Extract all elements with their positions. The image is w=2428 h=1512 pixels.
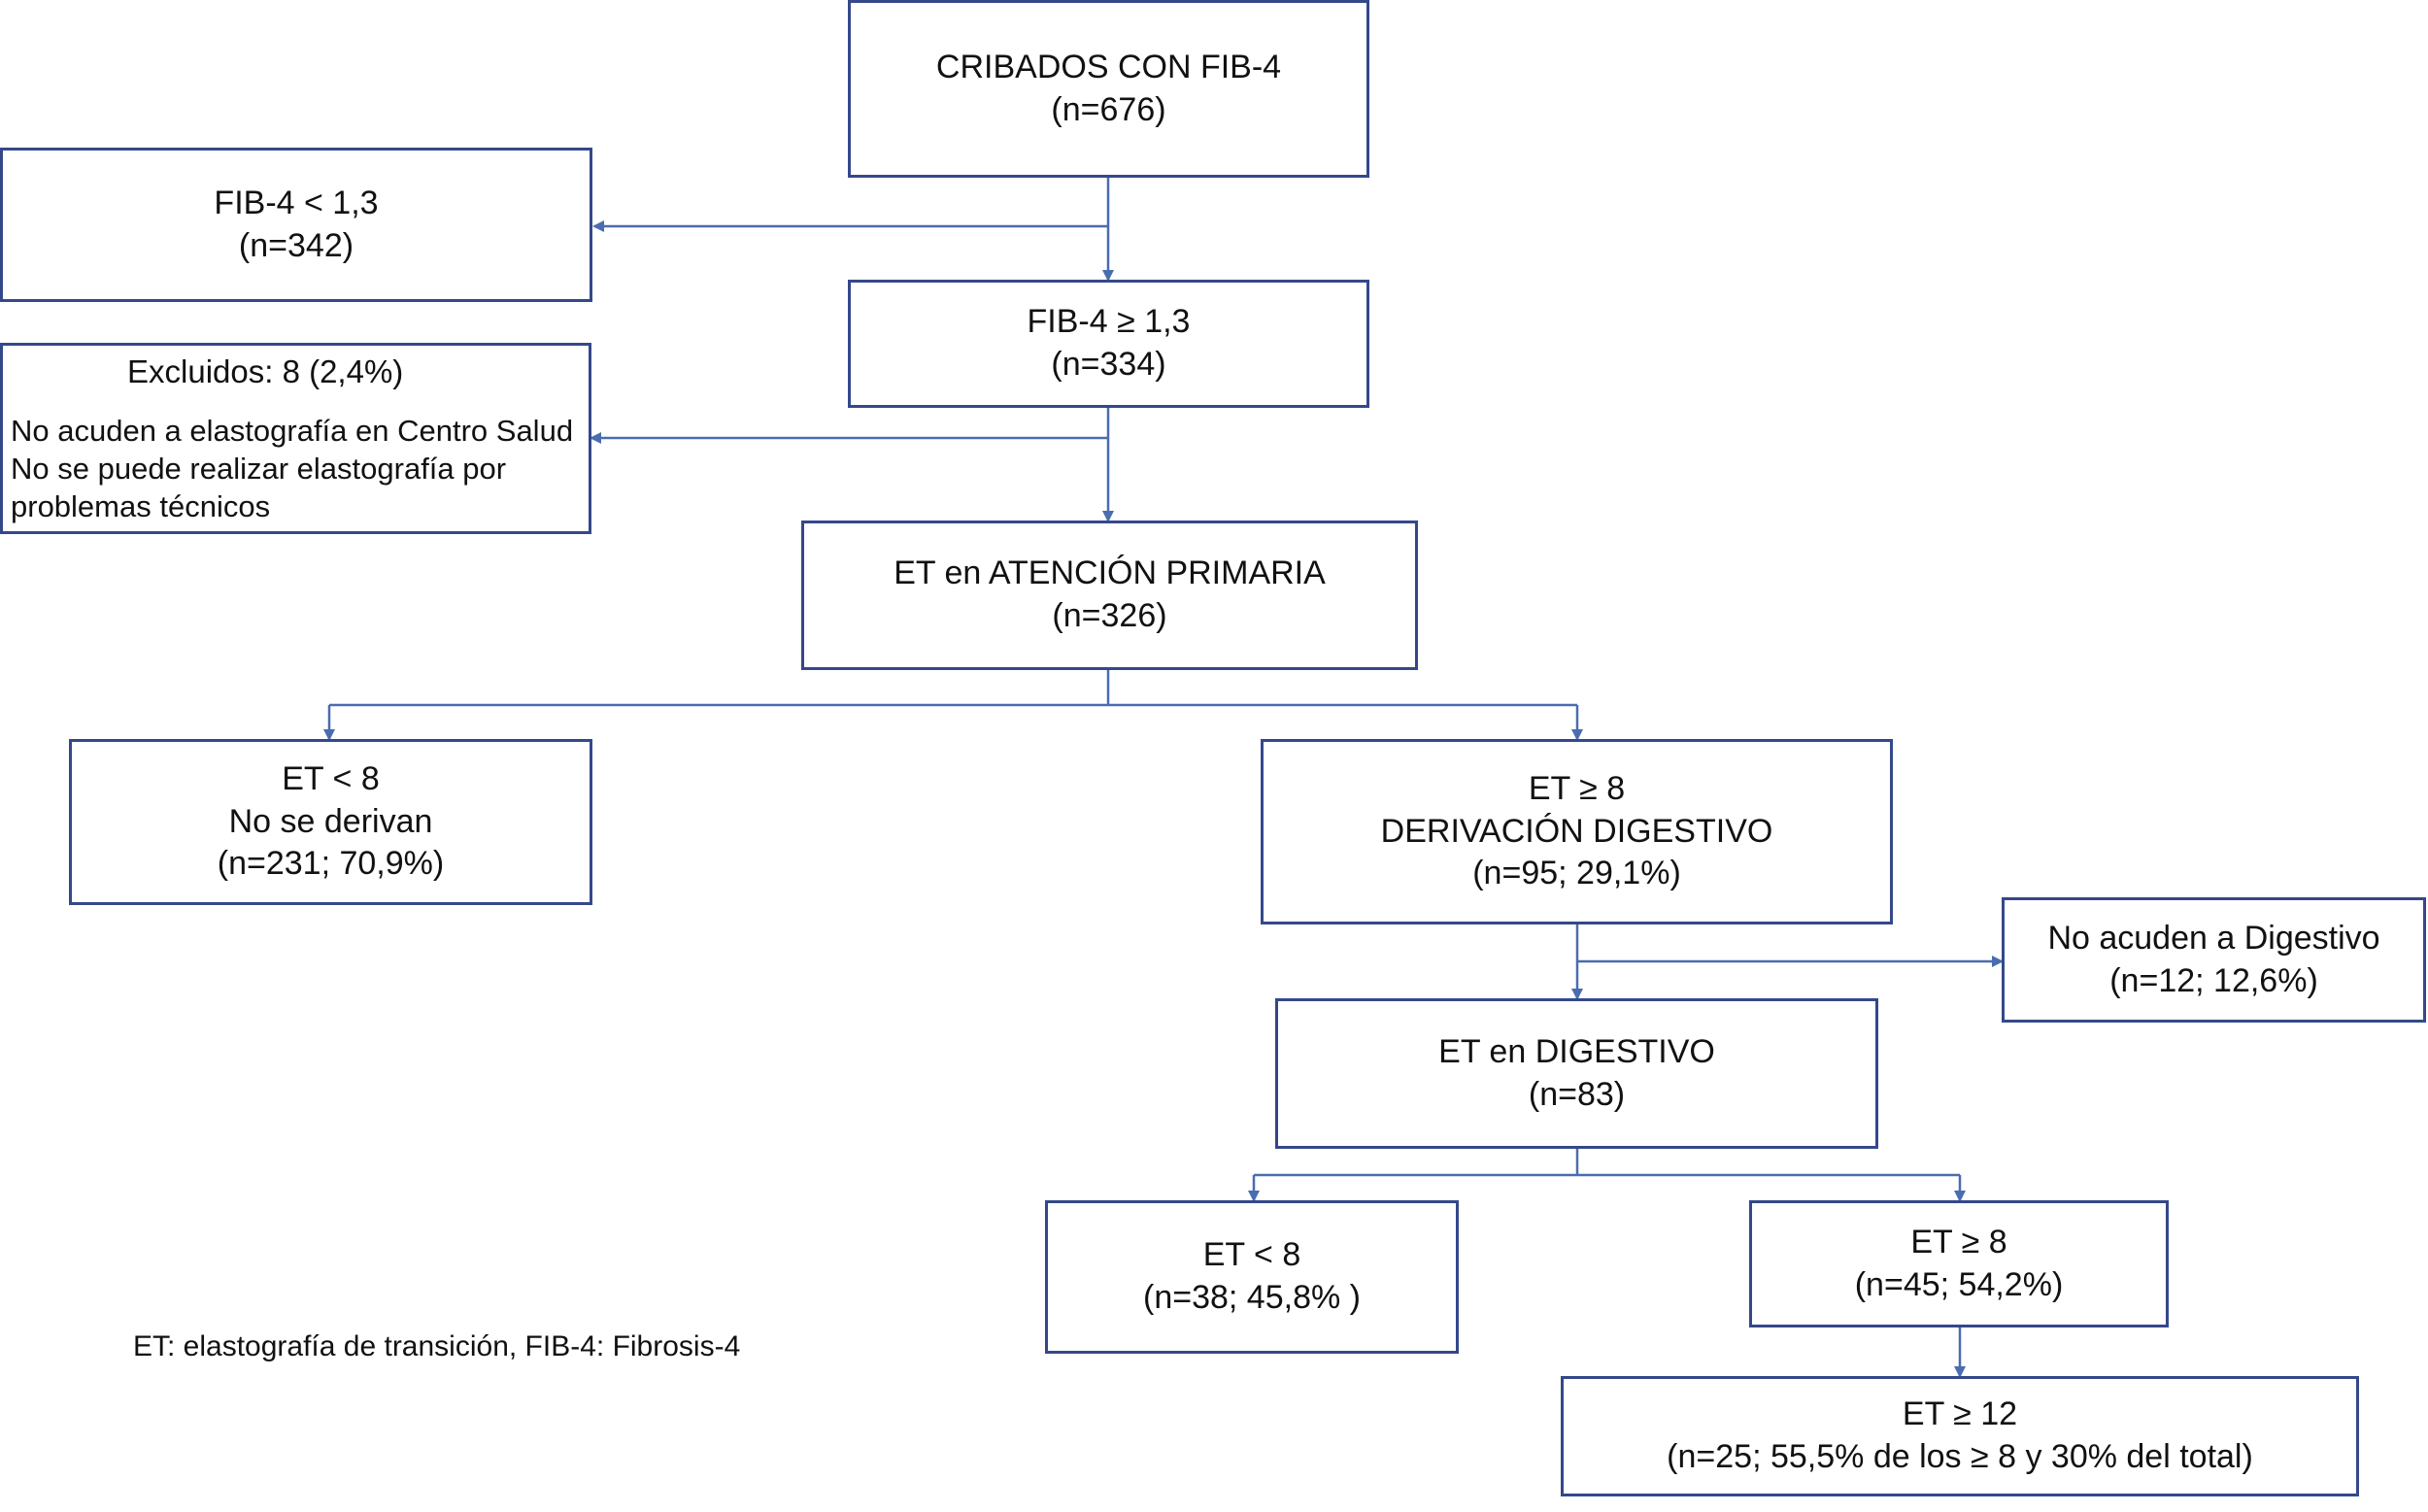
box-excluidos-reason-1: No acuden a elastografía en Centro Salud	[11, 413, 574, 448]
box-et-digestivo-count: (n=83)	[1528, 1075, 1626, 1113]
box-fib-low: FIB-4 < 1,3 (n=342)	[0, 148, 592, 302]
box-fib-high-count: (n=334)	[1051, 346, 1166, 383]
box-et-primaria-title: ET en ATENCIÓN PRIMARIA	[894, 554, 1326, 592]
box-excluidos-title: Excluidos: 8 (2,4%)	[127, 353, 404, 389]
box-dig-12-count: (n=25; 55,5% de los ≥ 8 y 30% del total)	[1667, 1438, 2253, 1475]
box-dig-high-count: (n=45; 54,2%)	[1854, 1265, 2064, 1303]
box-et-high-subtitle: DERIVACIÓN DIGESTIVO	[1380, 812, 1773, 850]
box-fib-high-title: FIB-4 ≥ 1,3	[1027, 303, 1191, 341]
box-et-digestivo-title: ET en DIGESTIVO	[1438, 1032, 1715, 1070]
box-excluidos-reason-2: No se puede realizar elastografía por	[11, 451, 507, 486]
box-cribados-title: CRIBADOS CON FIB-4	[935, 48, 1282, 85]
box-et-primaria: ET en ATENCIÓN PRIMARIA (n=326)	[801, 521, 1418, 670]
box-et-high: ET ≥ 8 DERIVACIÓN DIGESTIVO (n=95; 29,1%…	[1261, 739, 1893, 924]
box-dig-low-count: (n=38; 45,8% )	[1143, 1279, 1361, 1316]
box-dig-low-title: ET < 8	[1202, 1236, 1301, 1274]
footnote: ET: elastografía de transición, FIB-4: F…	[133, 1330, 741, 1362]
box-et-low: ET < 8 No se derivan (n=231; 70,9%)	[69, 739, 592, 905]
box-et-low-count: (n=231; 70,9%)	[217, 845, 445, 883]
box-dig-high: ET ≥ 8 (n=45; 54,2%)	[1749, 1200, 2169, 1327]
box-cribados-count: (n=676)	[1051, 90, 1166, 128]
box-dig-high-title: ET ≥ 8	[1910, 1223, 2007, 1260]
box-et-high-title: ET ≥ 8	[1528, 770, 1626, 808]
box-et-low-title: ET < 8	[282, 760, 380, 798]
box-et-primaria-count: (n=326)	[1052, 597, 1167, 634]
box-no-acuden-count: (n=12; 12,6%)	[2109, 961, 2318, 999]
box-dig-low: ET < 8 (n=38; 45,8% )	[1045, 1200, 1459, 1354]
box-et-digestivo: ET en DIGESTIVO (n=83)	[1275, 998, 1878, 1149]
box-excluidos-reason-3: problemas técnicos	[11, 488, 271, 523]
box-no-acuden: No acuden a Digestivo (n=12; 12,6%)	[2002, 897, 2426, 1023]
box-cribados: CRIBADOS CON FIB-4 (n=676)	[848, 0, 1369, 178]
box-dig-12: ET ≥ 12 (n=25; 55,5% de los ≥ 8 y 30% de…	[1561, 1376, 2359, 1496]
box-fib-low-title: FIB-4 < 1,3	[214, 184, 379, 221]
box-no-acuden-title: No acuden a Digestivo	[2047, 919, 2380, 957]
box-et-high-count: (n=95; 29,1%)	[1472, 855, 1681, 892]
box-excluidos: Excluidos: 8 (2,4%) No acuden a elastogr…	[0, 343, 591, 534]
box-et-low-subtitle: No se derivan	[228, 802, 433, 840]
box-fib-high: FIB-4 ≥ 1,3 (n=334)	[848, 280, 1369, 408]
box-fib-low-count: (n=342)	[238, 226, 354, 264]
box-dig-12-title: ET ≥ 12	[1902, 1395, 2018, 1433]
